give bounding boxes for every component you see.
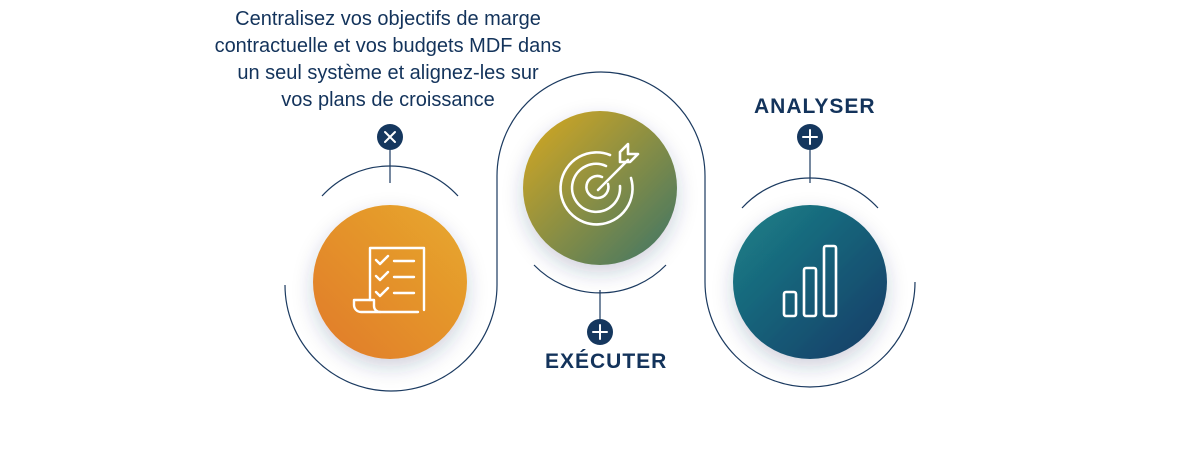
step-3-label[interactable]: ANALYSER: [754, 95, 876, 118]
description-line: Centralisez vos objectifs de marge: [235, 8, 541, 30]
step-1-circle[interactable]: [313, 205, 467, 359]
step-1-close-button[interactable]: [377, 124, 403, 150]
arc-step-2-bottom: [533, 264, 667, 294]
step-2-label[interactable]: EXÉCUTER: [545, 350, 668, 373]
plus-icon: [592, 324, 608, 340]
step-3-circle[interactable]: [733, 205, 887, 359]
bar-chart-icon: [782, 244, 838, 318]
plus-icon: [802, 129, 818, 145]
description-line: un seul système et alignez-les sur: [237, 62, 539, 84]
target-arrow-icon: [559, 142, 640, 226]
description-line: vos plans de croissance: [281, 89, 495, 111]
connector-line: [284, 71, 916, 392]
step-2-expand-button[interactable]: [587, 319, 613, 345]
close-icon: [384, 131, 396, 143]
checklist-document-icon: [352, 246, 426, 314]
description-line: contractuelle et vos budgets MDF dans: [214, 35, 562, 57]
step-2-circle[interactable]: [523, 111, 677, 265]
step-1-description: Centralisez vos objectifs de marge contr…: [168, 6, 608, 114]
step-3-expand-button[interactable]: [797, 124, 823, 150]
